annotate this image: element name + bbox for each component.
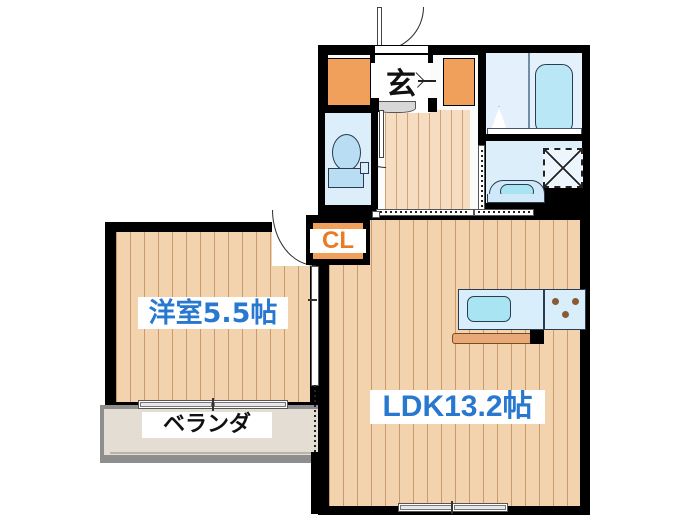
stove-burner-2-icon (572, 298, 579, 305)
ldk-window-pane-left (400, 505, 452, 510)
balcony-window-mullion (212, 398, 214, 411)
ldk-entry-threshold-dots (380, 211, 470, 213)
bath-drain-icon (491, 108, 507, 130)
hallway-wood-floor (385, 110, 470, 215)
toilet-lever-icon (360, 162, 369, 174)
closet-label: CL (310, 229, 366, 253)
kitchen-sink (467, 296, 511, 322)
balcony-window-pane-right (214, 402, 286, 407)
washroom-corner-fill (541, 188, 587, 218)
wall-nub-b (428, 45, 433, 63)
stove-burner-3-icon (562, 311, 569, 318)
corridor-upper-threshold (372, 211, 380, 218)
balcony-inner-line (110, 452, 315, 454)
stove-burner-1-icon (552, 298, 559, 305)
ldk-floor (329, 219, 580, 506)
toilet-bowl-icon (332, 134, 361, 171)
bedroom-ldk-sliding-door[interactable] (311, 266, 319, 386)
shoe-cabinet-left (327, 58, 371, 106)
entrance-label: 玄 (386, 67, 416, 102)
sliding-door-track (314, 385, 316, 453)
wall-nub-d (428, 98, 437, 112)
bedroom-label: 洋室5.5帖 (138, 297, 288, 329)
wall-nub-c (370, 98, 379, 112)
kitchen-counter (452, 333, 542, 344)
wall-nub-a (370, 45, 375, 63)
shoe-cabinet-right (443, 58, 475, 106)
toilet-tank-icon (328, 168, 364, 188)
entrance-threshold (372, 45, 430, 54)
sliding-door-handle-icon (308, 299, 317, 301)
genkan-direction-icon (418, 80, 436, 82)
bathtub-icon (535, 64, 573, 134)
washbasin-base-icon (487, 194, 545, 203)
bathroom-door-track (481, 150, 483, 212)
ldk-window-mullion (451, 501, 453, 514)
gas-stove (544, 289, 586, 330)
washer-cross-2-icon (545, 150, 581, 186)
ldk-left-wall-lower (311, 452, 322, 514)
ldk-window-pane-right (454, 505, 506, 510)
balcony-label: ベランダ (142, 412, 272, 438)
washroom-entry-threshold-dots (478, 211, 530, 213)
bathroom-divider (528, 53, 530, 128)
ldk-sliding-window[interactable] (398, 503, 508, 512)
kitchen-partition (530, 330, 544, 344)
balcony-window-pane-left (140, 402, 212, 407)
ldk-label: LDK13.2帖 (370, 390, 545, 424)
